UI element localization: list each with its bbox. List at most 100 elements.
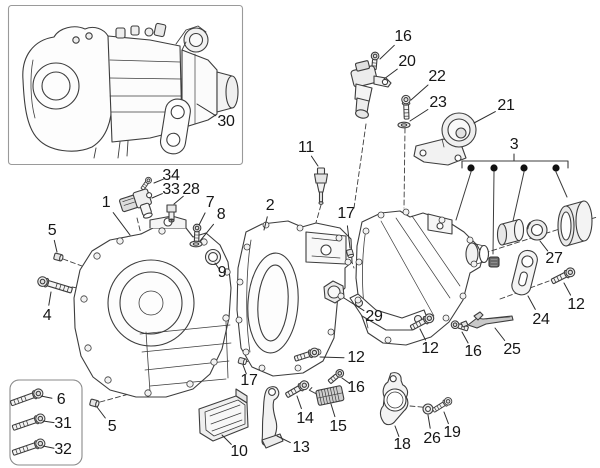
callout-18: 18 bbox=[393, 436, 411, 453]
callout-12-middle: 12 bbox=[421, 340, 439, 357]
part-5-lower-plug bbox=[88, 398, 101, 408]
leader-13 bbox=[276, 435, 291, 444]
callout-13: 13 bbox=[292, 439, 310, 456]
leader-17-upper bbox=[346, 225, 351, 249]
part-3c-nut-drawing bbox=[488, 256, 500, 268]
part-28-plug-drawing bbox=[166, 204, 177, 223]
leader-27 bbox=[539, 240, 549, 252]
callout-26: 26 bbox=[423, 430, 441, 447]
callout-14: 14 bbox=[296, 410, 314, 427]
part-25-lever-drawing bbox=[460, 311, 514, 329]
callout-7: 7 bbox=[205, 194, 215, 211]
part-1-clutch-housing-drawing bbox=[73, 215, 232, 398]
callout-22: 22 bbox=[428, 68, 446, 85]
leader-30 bbox=[196, 103, 217, 117]
leader-2 bbox=[263, 216, 268, 231]
leader-9 bbox=[214, 262, 220, 269]
part-3a-spacer-bushing-drawing bbox=[496, 218, 525, 246]
callout-21: 21 bbox=[497, 97, 515, 114]
callout-33: 33 bbox=[162, 181, 180, 198]
leader-21 bbox=[473, 111, 496, 124]
callout-11: 11 bbox=[297, 139, 315, 156]
callout-12-right: 12 bbox=[567, 296, 585, 313]
callout-17-lower: 17 bbox=[240, 372, 258, 389]
leader-28 bbox=[173, 195, 184, 205]
leader-5-upper bbox=[53, 239, 58, 253]
part-22-screw bbox=[401, 94, 412, 120]
group-3-bracket bbox=[455, 153, 569, 255]
leader-24 bbox=[527, 295, 536, 310]
callout-6: 6 bbox=[56, 391, 66, 408]
leader-16-right bbox=[461, 331, 469, 344]
leader-34 bbox=[153, 178, 164, 184]
callout-20: 20 bbox=[398, 53, 416, 70]
part-33-sensor-drawing bbox=[119, 188, 153, 219]
part-20-sensor-drawing bbox=[350, 60, 392, 119]
leader-25 bbox=[494, 327, 506, 341]
leader-8 bbox=[199, 223, 214, 242]
leader-23 bbox=[409, 109, 429, 122]
part-5-upper-plug bbox=[52, 252, 65, 262]
callout-2: 2 bbox=[265, 197, 275, 214]
part-2-intermediate-housing-drawing bbox=[235, 220, 353, 377]
callout-5-upper: 5 bbox=[47, 222, 57, 239]
callout-27: 27 bbox=[545, 250, 563, 267]
callout-19: 19 bbox=[443, 424, 461, 441]
callout-32: 32 bbox=[54, 441, 72, 458]
callout-28: 28 bbox=[182, 181, 200, 198]
callout-29: 29 bbox=[365, 308, 383, 325]
part-24-gasket-drawing bbox=[511, 249, 538, 296]
callout-10: 10 bbox=[230, 443, 248, 460]
part-13-lever-drawing bbox=[261, 386, 284, 449]
part-10-cover-drawing bbox=[198, 388, 249, 442]
part-15-pad-drawing bbox=[308, 385, 345, 406]
leader-14 bbox=[296, 395, 302, 410]
callout-34: 34 bbox=[162, 167, 180, 184]
part-12-right-bolt bbox=[549, 265, 577, 287]
callout-3: 3 bbox=[509, 136, 519, 153]
part-4-bolt bbox=[36, 275, 74, 296]
callout-16-top: 16 bbox=[394, 28, 412, 45]
leader-31 bbox=[42, 420, 55, 424]
callout-1: 1 bbox=[101, 194, 111, 211]
callout-5-lower: 5 bbox=[107, 418, 117, 435]
leader-18 bbox=[394, 425, 400, 437]
callout-15: 15 bbox=[329, 418, 347, 435]
callout-12-left: 12 bbox=[347, 349, 365, 366]
callout-30: 30 bbox=[217, 113, 235, 130]
callout-31: 31 bbox=[54, 415, 72, 432]
part-rear-housing-drawing bbox=[349, 208, 490, 346]
part-11-sensor-drawing bbox=[313, 167, 329, 205]
part-19-bolt bbox=[430, 395, 454, 415]
part-17-lower-pin bbox=[237, 356, 248, 366]
part-21-engine-mount-drawing bbox=[413, 112, 477, 166]
inset-assembled-gearbox bbox=[7, 4, 244, 166]
bolt-kit-box bbox=[9, 379, 83, 466]
callout-24: 24 bbox=[532, 311, 550, 328]
callout-25: 25 bbox=[503, 341, 521, 358]
leader-12-middle bbox=[419, 328, 426, 341]
part-27-seal-ring-drawing bbox=[526, 219, 548, 241]
leader-33 bbox=[151, 193, 163, 199]
part-3b-bushing-drawing bbox=[557, 200, 593, 247]
leader-7 bbox=[198, 212, 206, 226]
part-18-bracket-drawing bbox=[379, 372, 409, 426]
part-16-lower-screw bbox=[326, 367, 346, 386]
part-26-nut-drawing bbox=[422, 403, 434, 415]
leader-lines bbox=[40, 44, 572, 449]
leader-17-lower bbox=[242, 364, 247, 375]
leader-11 bbox=[310, 155, 319, 167]
leader-19 bbox=[443, 411, 449, 425]
leader-6 bbox=[40, 395, 53, 399]
leader-12-left bbox=[319, 356, 345, 359]
leader-32 bbox=[42, 445, 55, 449]
leader-16-top bbox=[379, 44, 395, 60]
callout-17-upper: 17 bbox=[337, 205, 355, 222]
callout-16-lower: 16 bbox=[347, 379, 365, 396]
part-9-oring-drawing bbox=[204, 248, 222, 266]
callout-9: 9 bbox=[217, 264, 227, 281]
leader-5-lower bbox=[96, 406, 106, 419]
leader-4 bbox=[48, 291, 52, 306]
